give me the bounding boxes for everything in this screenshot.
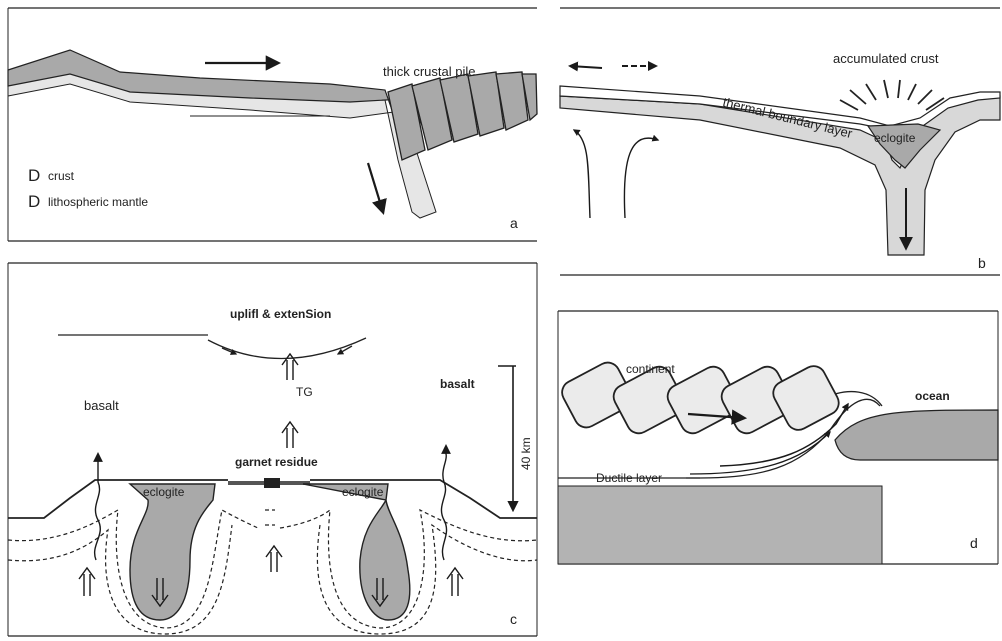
legend-label-crust: crust [48,169,75,183]
panel-d-continent-blocks [558,358,843,437]
panel-d-label-continent: continent [626,362,675,376]
panel-d-ductile-flow-arrow-2 [690,432,830,474]
legend-label-lithospheric-mantle: lithospheric mantle [48,195,148,209]
panel-a-letter: a [510,215,518,231]
panel-c-label-eclogite-left: eclogite [143,485,185,499]
panel-b-label-eclogite: eclogite [874,131,916,145]
panel-c-extensional-basin [208,338,366,359]
legend-marker-crust: D [28,166,40,185]
panel-c-melt-path-left [95,454,101,560]
panel-b-convection-curl-right [624,138,658,218]
panel-b-convection-curl-left [574,130,590,218]
panel-c-eclogite-drip-right [303,484,410,620]
panel-c-eclogite-drip-left [130,484,215,620]
panel-b: accumulated crust thermal boundary layer… [560,8,1000,275]
panel-a-label-thick-crustal-pile: thick crustal pile [383,64,475,79]
panel-c-melt-path-right [441,446,446,560]
panel-c-label-basalt-right: basalt [440,377,475,391]
panel-d-ocean-lithosphere [835,410,998,460]
panel-a-crustal-pile [388,72,537,160]
panel-a-sinking-arrow [368,163,383,212]
panel-b-letter: b [978,255,986,271]
hollow-up-arrow-left [79,568,95,596]
panel-c-label-uplift-extension: uplifl & extenSion [230,307,331,321]
panel-d-letter: d [970,535,978,551]
hollow-up-arrow-center [266,546,282,572]
legend-marker-lithospheric-mantle: D [28,192,40,211]
panel-c-label-garnet-residue: garnet residue [235,455,318,469]
panel-b-accumulated-crust-ticks [840,80,944,110]
panel-c-label-basalt-left: basalt [84,398,119,413]
panel-c: 40 km uplifl & extenSion TG basalt basal… [8,263,537,636]
panel-c-garnet-residue-block [264,478,280,488]
panel-c-label-tg: TG [296,385,313,399]
panel-d-label-ductile-layer: Ductile layer [596,471,662,485]
hollow-up-arrow-residue [282,422,298,448]
panel-a: thick crustal pile D crust D lithospheri… [8,8,537,241]
panel-c-label-depth: 40 km [519,437,533,470]
panel-b-extension-arrow-left [570,66,602,68]
panel-c-letter: c [510,611,517,627]
hollow-up-arrow-right [447,568,463,596]
panel-b-label-accumulated-crust: accumulated crust [833,51,939,66]
panel-d-label-ocean: ocean [915,389,950,403]
panel-c-label-eclogite-right: eclogite [342,485,384,499]
panel-d: continent ocean Ductile layer d [558,311,998,564]
panel-d-mantle-block [558,486,882,564]
